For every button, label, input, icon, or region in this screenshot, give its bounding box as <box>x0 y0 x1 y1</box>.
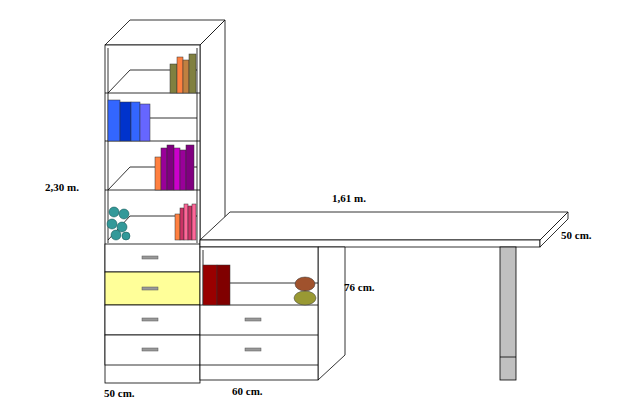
dimension-label: 76 cm. <box>344 281 375 293</box>
dimension-label: 50 cm. <box>561 229 592 241</box>
dimension-label: 1,61 m. <box>332 192 366 204</box>
dimension-label: 2,30 m. <box>45 181 79 193</box>
dimension-label: 50 cm. <box>104 387 135 399</box>
dimension-label: 60 cm. <box>232 385 263 397</box>
